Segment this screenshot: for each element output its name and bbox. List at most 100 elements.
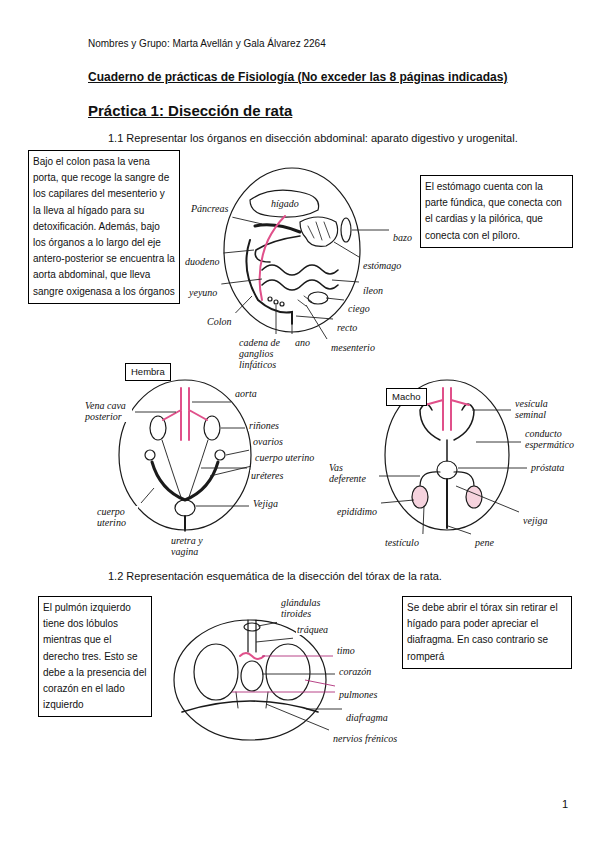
figure-tag: Macho xyxy=(386,388,427,406)
organ-label: íleon xyxy=(362,285,384,296)
leader-line xyxy=(185,528,186,532)
leader-line xyxy=(472,410,511,411)
leader-line xyxy=(292,325,293,334)
leader-line xyxy=(305,680,335,686)
leader-line xyxy=(262,656,333,657)
organ-label: recto xyxy=(336,322,358,333)
vessels-drawing xyxy=(425,388,469,430)
prostate-drawing xyxy=(446,440,448,461)
note-text: Hembra xyxy=(131,366,165,378)
leader-line xyxy=(266,704,329,730)
organ-label: Vas deferente xyxy=(328,462,376,484)
vessels-drawing xyxy=(163,388,207,440)
stomach-drawing xyxy=(300,217,338,246)
testis-drawing xyxy=(412,486,428,508)
leader-line xyxy=(262,674,335,675)
leader-line xyxy=(276,305,277,334)
rat-body-outline xyxy=(385,380,509,530)
leader-line xyxy=(379,476,420,477)
thyroid-drawing xyxy=(244,623,260,631)
leader-line xyxy=(223,250,254,253)
leader-line xyxy=(221,279,262,284)
organ-label: pene xyxy=(474,537,495,548)
leader-line xyxy=(258,622,277,626)
organ-label: riñones xyxy=(248,420,280,431)
trachea-drawing xyxy=(248,620,256,652)
ovary-drawing xyxy=(145,450,155,460)
organ-label: conducto espermático xyxy=(524,428,580,450)
figure-tag: Hembra xyxy=(125,363,171,381)
organ-label: diafragma xyxy=(345,712,389,723)
leader-line xyxy=(332,280,359,282)
leader-line xyxy=(135,412,176,413)
note-text: Bajo el colon pasa la vena porta, que re… xyxy=(33,154,175,300)
note-box: Bajo el colon pasa la vena porta, que re… xyxy=(28,150,180,304)
stomach-hatching xyxy=(308,222,330,240)
intestine-loops xyxy=(262,265,338,290)
spleen-drawing xyxy=(341,218,351,242)
leader-line xyxy=(192,402,231,403)
rat-body-outline xyxy=(224,168,360,332)
seminal-vesicles xyxy=(420,404,474,440)
leader-line xyxy=(232,217,262,224)
organ-label: cuerpo uterino xyxy=(96,506,138,528)
header-line: Nombres y Grupo: Marta Avellán y Gala Ál… xyxy=(88,38,326,50)
rat-body-outline xyxy=(119,380,251,530)
caecum-drawing xyxy=(308,292,328,304)
leader-line xyxy=(448,526,471,534)
organ-label: cadena de ganglios linfáticos xyxy=(238,337,300,371)
leader-line xyxy=(306,305,327,339)
leader-line xyxy=(235,296,252,313)
organ-label: próstata xyxy=(530,462,565,473)
organ-label: corazón xyxy=(338,666,372,677)
heart-drawing xyxy=(241,661,263,691)
organ-label: ciego xyxy=(347,303,371,314)
portal-vein-drawing xyxy=(260,216,285,300)
leader-line xyxy=(476,442,521,443)
subsection-heading: 1.2 Representación esquemática de la dis… xyxy=(108,570,442,583)
leader-line xyxy=(334,242,359,257)
organ-label: duodeno xyxy=(184,256,220,267)
leader-line xyxy=(256,638,293,642)
organ-label: pulmones xyxy=(338,689,378,700)
organ-label: ano xyxy=(294,337,311,348)
organ-label: bazo xyxy=(392,232,413,243)
organ-label: Colon xyxy=(206,316,232,327)
leader-line xyxy=(221,428,245,429)
organ-label: Vena cava posterior xyxy=(84,400,132,422)
note-box: Se debe abrir el tórax sin retirar el hí… xyxy=(402,596,572,669)
bladder-drawing xyxy=(437,461,457,479)
note-text: Se debe abrir el tórax sin retirar el hí… xyxy=(407,600,567,665)
leader-line xyxy=(306,709,342,710)
rat-body-outline xyxy=(174,620,326,740)
leader-line xyxy=(458,468,527,469)
organ-label: tráquea xyxy=(296,624,329,635)
organ-label: mesenterio xyxy=(330,342,376,353)
colon-drawing xyxy=(246,240,292,324)
diaphragm-drawing xyxy=(182,701,318,712)
leader-line xyxy=(381,500,414,503)
organ-label: cuerpo uterino xyxy=(254,452,315,463)
ovary-drawing xyxy=(215,450,225,460)
organ-label: estómago xyxy=(362,260,402,271)
leader-line xyxy=(201,468,247,469)
page-number: 1 xyxy=(562,798,568,811)
subsection-heading: 1.1 Representar los órganos en disección… xyxy=(108,132,518,145)
section-heading: Práctica 1: Disección de rata xyxy=(88,102,292,120)
note-text: El pulmón izquierdo tiene dos lóbulos mi… xyxy=(43,600,147,713)
leader-line xyxy=(326,298,344,300)
thymus-drawing xyxy=(240,653,264,659)
leader-line xyxy=(423,506,424,534)
phrenic-nerves-drawing xyxy=(236,692,268,708)
lymph-node xyxy=(268,297,272,301)
note-box: El pulmón izquierdo tiene dos lóbulos mi… xyxy=(38,596,152,717)
leader-line xyxy=(226,450,249,455)
lymph-node xyxy=(274,300,278,304)
note-box: El estómago cuenta con la parte fúndica,… xyxy=(420,175,573,248)
urethra-drawing xyxy=(184,516,186,530)
organ-label: Páncreas xyxy=(190,203,229,214)
organ-label: nervios frénicos xyxy=(332,733,398,744)
penis-drawing xyxy=(446,479,448,528)
